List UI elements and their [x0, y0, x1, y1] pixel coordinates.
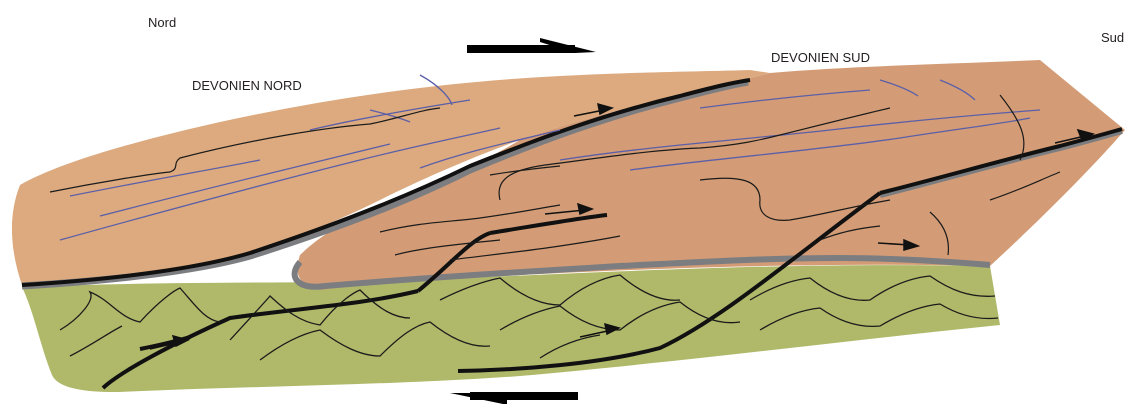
shear-arrow-half-head	[450, 393, 507, 404]
lower-folded-unit	[22, 265, 1000, 392]
shear-sense-arrow-top	[467, 38, 596, 53]
label-devonien-sud: DEVONIEN SUD	[771, 51, 870, 64]
shear-sense-arrow-bottom	[450, 392, 578, 404]
label-sud: Sud	[1101, 31, 1124, 44]
label-devonien-nord: DEVONIEN NORD	[192, 79, 302, 92]
label-nord: Nord	[148, 16, 176, 29]
